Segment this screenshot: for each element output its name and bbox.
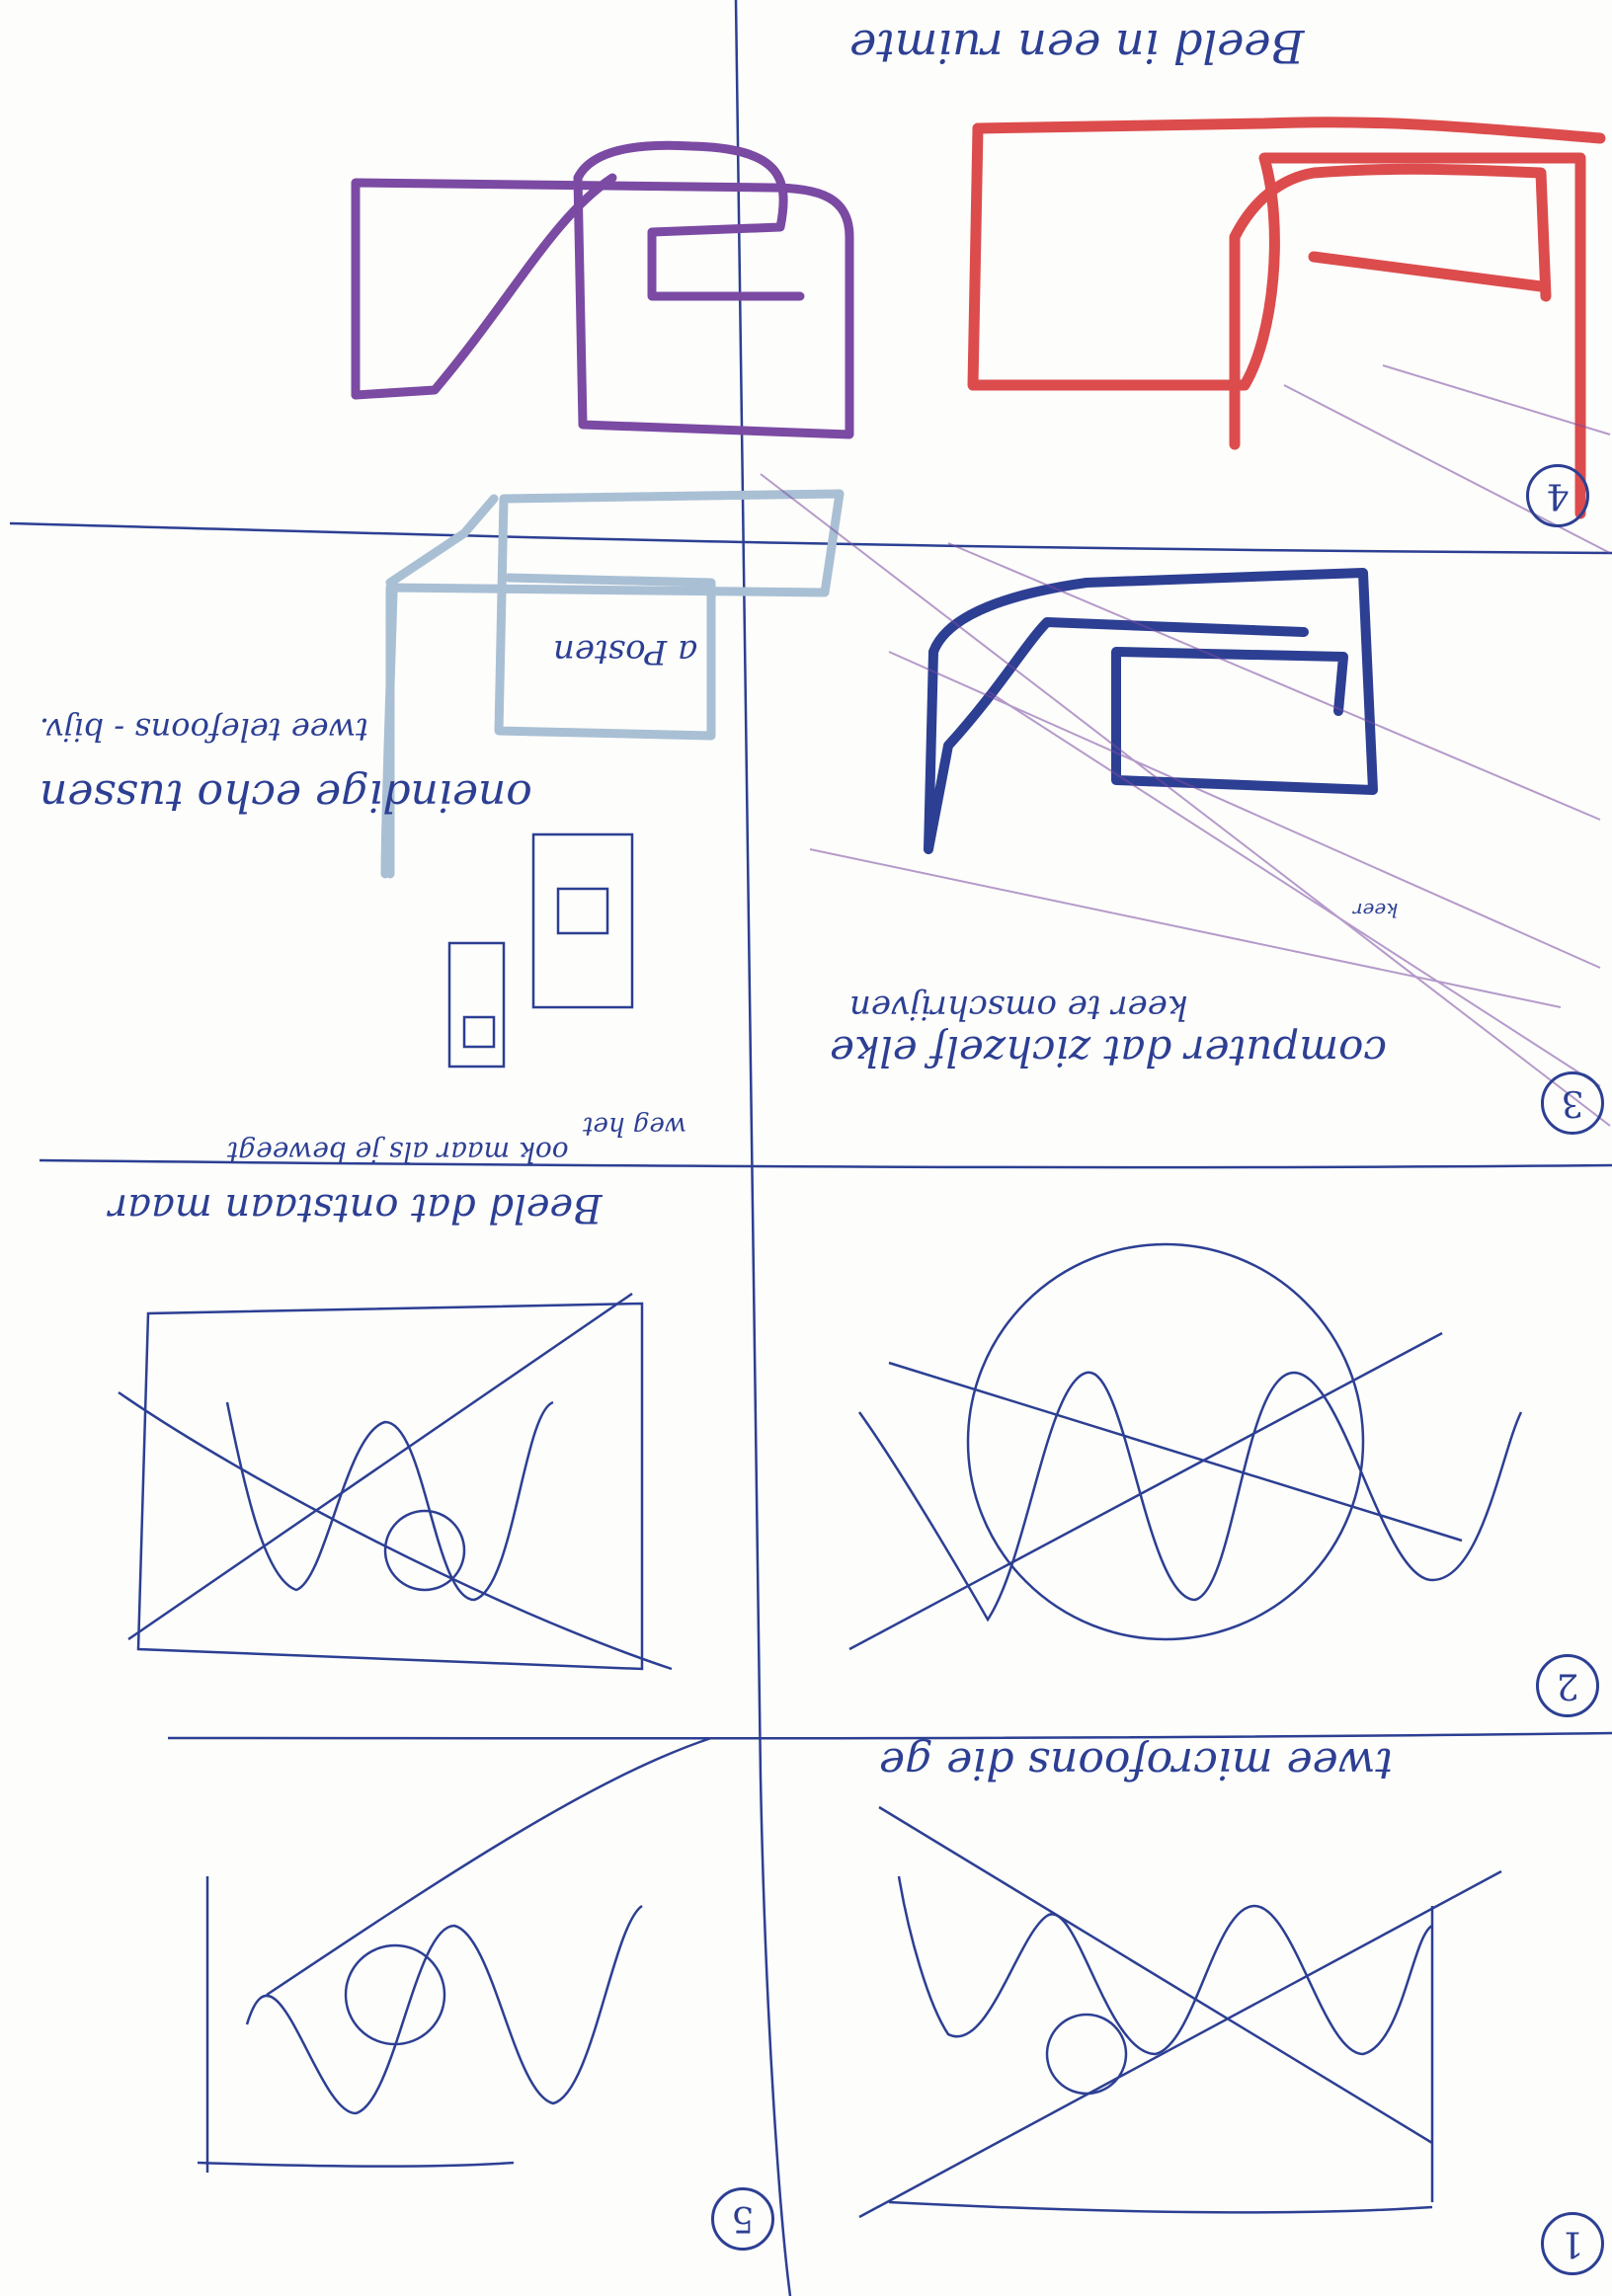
panel-6-caption-line3: weg het (583, 1111, 687, 1141)
spiral-sketch-icon (967, 117, 1606, 519)
panel-7-caption-line2: twee telefoons - bijv. (40, 711, 368, 749)
phone-sketch-icon (447, 832, 634, 1069)
panel-3-note: keer (1353, 899, 1399, 922)
crossed-out-sketch-icon (118, 1242, 1523, 2219)
panel-3-caption-line1: computer dat zichzelf elke (830, 1027, 1387, 1075)
panel-1-caption: twee microfoons die ge (879, 1738, 1394, 1788)
spiral-sketch-icon (924, 568, 1378, 854)
panel-2-number: 2 (1536, 1654, 1599, 1717)
panel-dividers (9, 0, 1612, 2296)
panel-7-caption-line3: a Posten (553, 632, 698, 672)
panel-5-number: 5 (711, 2187, 774, 2251)
panel-6-caption-line1: Beeld dat ontstaan maar (109, 1185, 603, 1230)
spiral-sketch-icon (351, 140, 854, 439)
panel-7-caption-line1: oneindige echo tussen (40, 770, 532, 821)
panel-4-caption: Beeld in een ruimte (849, 20, 1305, 73)
panel-4-number: 4 (1526, 464, 1589, 527)
panel-1-number: 1 (1541, 2212, 1604, 2275)
spiral-sketch-icon (380, 489, 845, 879)
panel-3-caption-line2: keer te omschrijven (849, 988, 1188, 1027)
hatching-strokes (760, 364, 1611, 1127)
panel-3-number: 3 (1541, 1071, 1604, 1135)
panel-6-caption-line2: ook maar als je beweegt (227, 1136, 569, 1168)
